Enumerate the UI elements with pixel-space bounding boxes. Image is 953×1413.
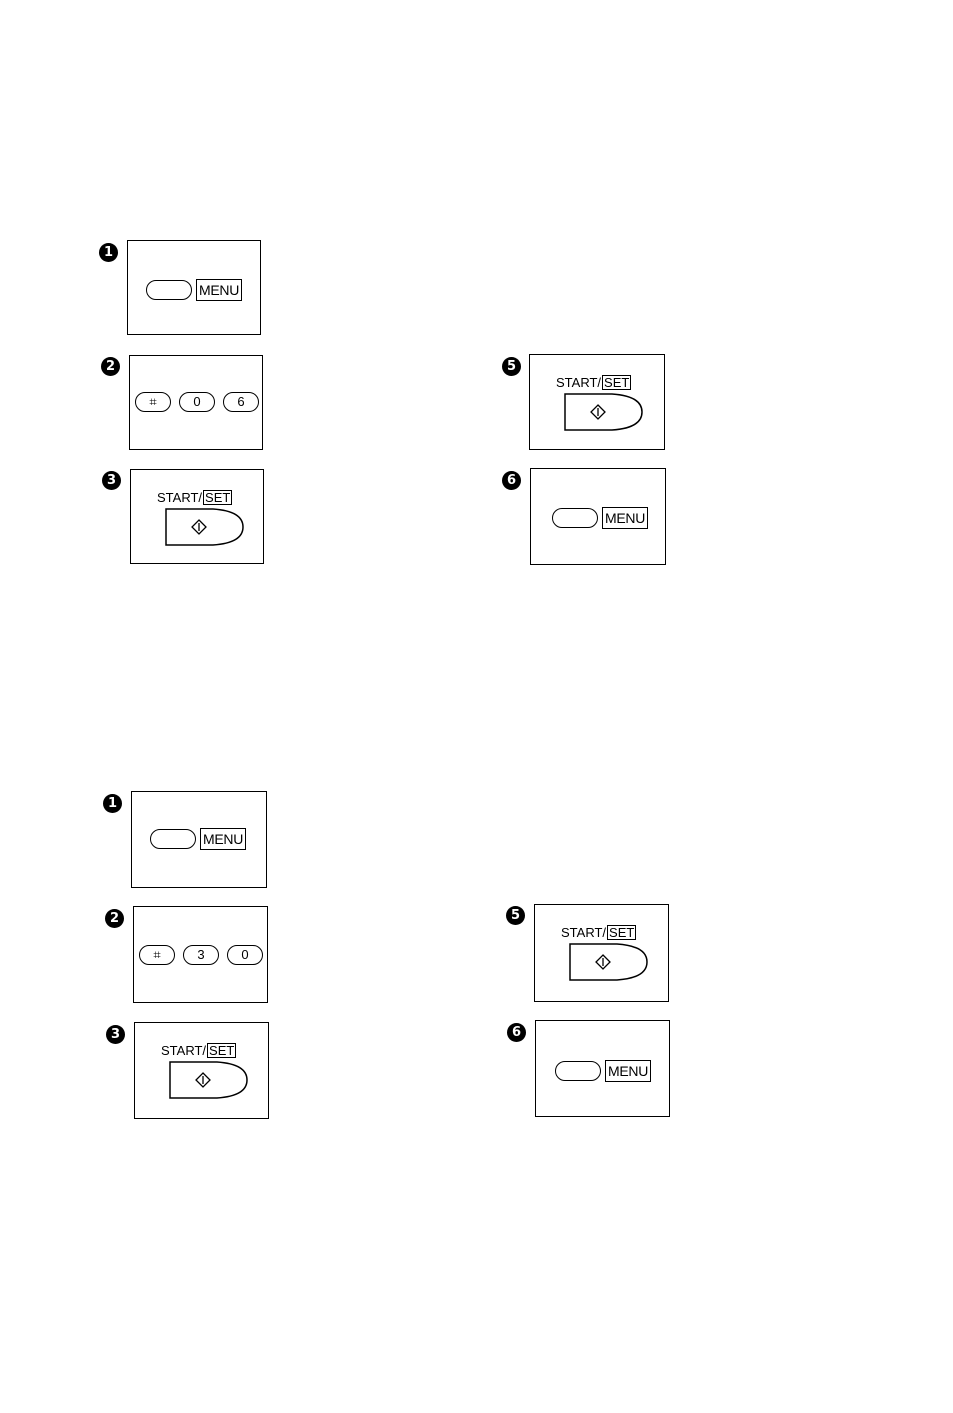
set-text: SET bbox=[203, 490, 232, 505]
step-panel-menu: MENU bbox=[535, 1020, 670, 1117]
start-text: START/ bbox=[561, 925, 606, 940]
step-panel-digits: ⌗ 0 6 bbox=[129, 355, 263, 450]
hash-key[interactable]: ⌗ bbox=[139, 945, 175, 965]
step-panel-menu: MENU bbox=[131, 791, 267, 888]
button-oval-icon bbox=[552, 508, 598, 528]
menu-label: MENU bbox=[605, 1060, 651, 1082]
set-text: SET bbox=[607, 925, 636, 940]
step-panel-start: START/SET bbox=[529, 354, 665, 450]
keypad-row: ⌗ 3 0 bbox=[139, 945, 263, 967]
button-oval-icon bbox=[150, 829, 196, 849]
start-diamond-icon bbox=[591, 405, 605, 419]
start-diamond-icon bbox=[196, 1073, 210, 1087]
digit-key[interactable]: 0 bbox=[227, 945, 263, 965]
start-text: START/ bbox=[161, 1043, 206, 1058]
button-oval-icon bbox=[555, 1061, 601, 1081]
button-oval-icon bbox=[146, 280, 192, 300]
set-text: SET bbox=[602, 375, 631, 390]
step-number: 3 bbox=[106, 1025, 125, 1044]
start-button[interactable] bbox=[564, 393, 644, 431]
step-number: 1 bbox=[99, 243, 118, 262]
step-number: 2 bbox=[101, 357, 120, 376]
keypad-row: ⌗ 0 6 bbox=[135, 392, 259, 414]
step-panel-start: START/SET bbox=[134, 1022, 269, 1119]
set-text: SET bbox=[207, 1043, 236, 1058]
menu-button[interactable]: MENU bbox=[552, 506, 652, 532]
start-button[interactable] bbox=[169, 1061, 249, 1099]
step-number: 6 bbox=[507, 1023, 526, 1042]
start-diamond-icon bbox=[192, 520, 206, 534]
step-panel-digits: ⌗ 3 0 bbox=[133, 906, 268, 1003]
start-set-label: START/SET bbox=[161, 1043, 236, 1059]
step-panel-start: START/SET bbox=[130, 469, 264, 564]
step-number: 1 bbox=[103, 794, 122, 813]
start-text: START/ bbox=[556, 375, 601, 390]
start-text: START/ bbox=[157, 490, 202, 505]
menu-label: MENU bbox=[602, 507, 648, 529]
step-number: 3 bbox=[102, 471, 121, 490]
step-number: 6 bbox=[502, 471, 521, 490]
step-panel-menu: MENU bbox=[530, 468, 666, 565]
menu-button[interactable]: MENU bbox=[146, 278, 246, 304]
step-number: 5 bbox=[502, 357, 521, 376]
start-button[interactable] bbox=[569, 943, 649, 981]
start-button[interactable] bbox=[165, 508, 245, 546]
step-panel-start: START/SET bbox=[534, 904, 669, 1002]
hash-key[interactable]: ⌗ bbox=[135, 392, 171, 412]
start-set-label: START/SET bbox=[157, 490, 232, 506]
digit-key[interactable]: 0 bbox=[179, 392, 215, 412]
start-set-label: START/SET bbox=[556, 375, 631, 391]
digit-key[interactable]: 6 bbox=[223, 392, 259, 412]
menu-button[interactable]: MENU bbox=[150, 827, 250, 853]
step-number: 2 bbox=[105, 909, 124, 928]
menu-label: MENU bbox=[200, 828, 246, 850]
step-panel-menu: MENU bbox=[127, 240, 261, 335]
step-number: 5 bbox=[506, 906, 525, 925]
menu-button[interactable]: MENU bbox=[555, 1059, 655, 1085]
start-set-label: START/SET bbox=[561, 925, 636, 941]
start-diamond-icon bbox=[596, 955, 610, 969]
menu-label: MENU bbox=[196, 279, 242, 301]
digit-key[interactable]: 3 bbox=[183, 945, 219, 965]
